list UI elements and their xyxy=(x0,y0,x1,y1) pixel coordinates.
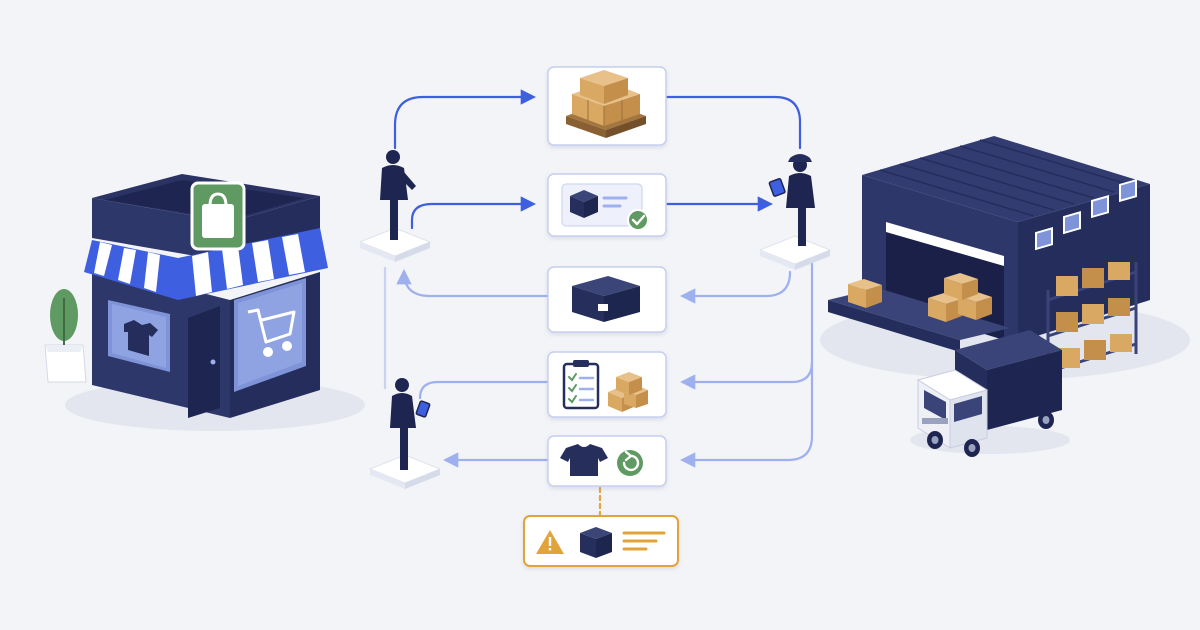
bay-boxes xyxy=(848,273,992,322)
card-return-item xyxy=(547,435,667,487)
window-cart-icon xyxy=(247,308,296,357)
card-bulk-pallet xyxy=(547,66,667,146)
awning xyxy=(84,228,328,300)
shopping-bag-sign-icon xyxy=(190,181,246,251)
potted-plant-icon xyxy=(44,289,87,383)
flow-package-to-store xyxy=(396,268,549,298)
shelving-rack xyxy=(1046,262,1138,382)
card-picklist xyxy=(547,351,667,418)
pallet-boxes-icon xyxy=(566,70,646,138)
flow-warehouse-to-picklist xyxy=(679,360,814,390)
store-staff-bottom xyxy=(368,378,442,489)
stacked-boxes-icon xyxy=(608,372,648,412)
flow-warehouse-trunk xyxy=(679,260,814,468)
flow-pallet-to-warehouse-staff xyxy=(665,95,802,150)
flow-store-to-pallet xyxy=(393,89,537,150)
order-confirmed-icon xyxy=(561,183,649,231)
warehouse-staff xyxy=(758,154,832,270)
window-tshirt-icon xyxy=(124,320,158,356)
flow-connectors xyxy=(383,89,814,518)
storefront xyxy=(44,174,365,431)
warning-triangle-icon xyxy=(536,530,564,554)
store-staff-top xyxy=(358,150,432,262)
card-package xyxy=(547,266,667,333)
return-arrow-icon xyxy=(617,450,643,476)
note-lines-icon xyxy=(622,531,666,551)
package-icon xyxy=(572,276,640,322)
flow-store-to-order xyxy=(410,196,537,230)
flow-warehouse-to-package xyxy=(679,270,792,304)
flow-picklist-to-store xyxy=(418,380,549,400)
tshirt-icon xyxy=(560,444,608,476)
card-exception xyxy=(523,515,679,567)
delivery-truck xyxy=(910,330,1070,457)
card-order-confirmed xyxy=(547,173,667,237)
clipboard-checklist-icon xyxy=(562,360,600,410)
box-icon xyxy=(580,527,612,558)
warehouse xyxy=(820,136,1190,382)
